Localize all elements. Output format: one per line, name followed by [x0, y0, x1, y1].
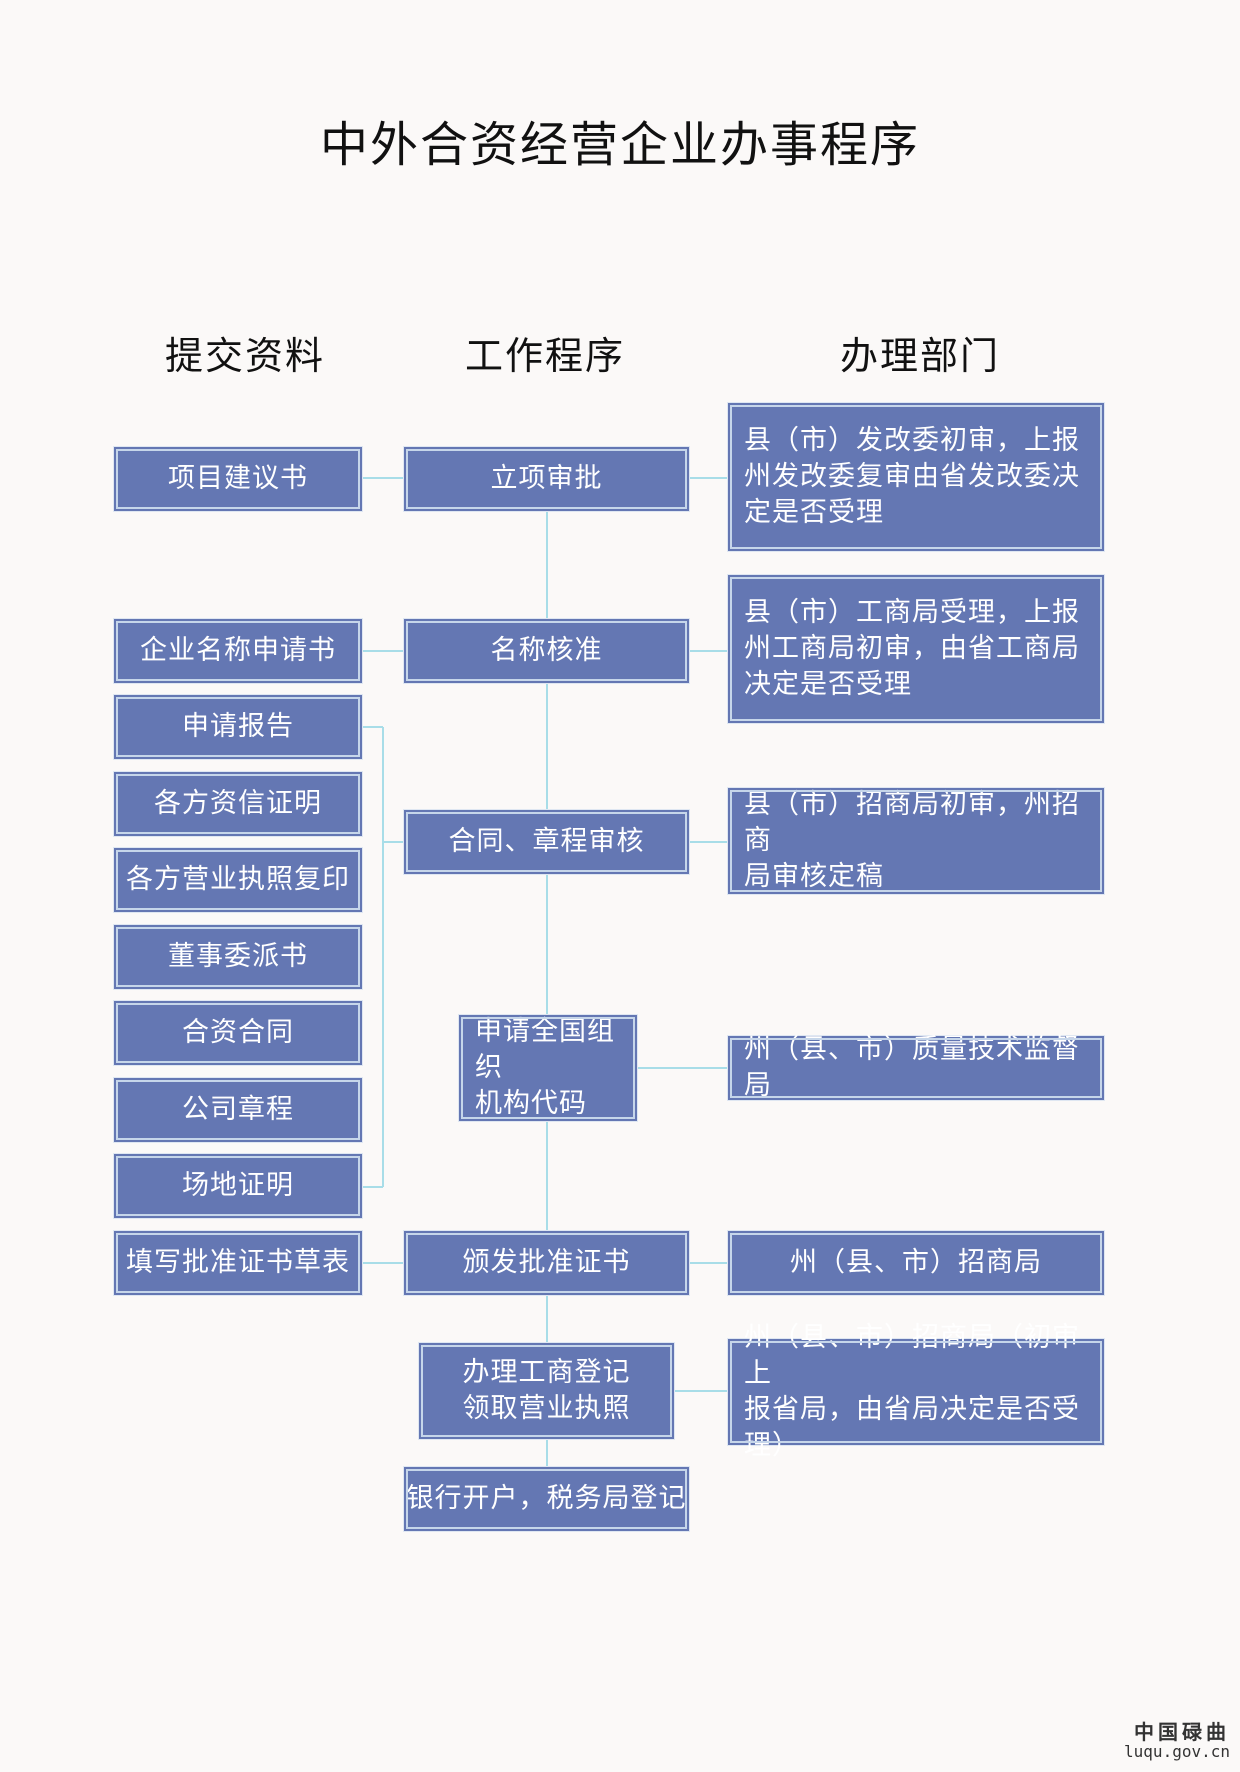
department-box: 县（市）工商局受理，上报 州工商局初审，由省工商局 决定是否受理 — [727, 574, 1105, 724]
material-box: 公司章程 — [113, 1077, 363, 1143]
watermark: 中国碌曲 luqu.gov.cn — [1124, 1722, 1230, 1762]
material-box: 申请报告 — [113, 694, 363, 760]
material-box: 项目建议书 — [113, 446, 363, 512]
step-box: 立项审批 — [403, 446, 690, 512]
step-box: 申请全国组织 机构代码 — [458, 1014, 638, 1122]
material-box: 各方营业执照复印 — [113, 847, 363, 913]
department-box: 县（市）招商局初审，州招商 局审核定稿 — [727, 787, 1105, 895]
step-label: 名称核准 — [490, 635, 603, 666]
material-label: 董事委派书 — [168, 941, 308, 972]
material-box: 场地证明 — [113, 1153, 363, 1219]
material-label: 各方资信证明 — [154, 788, 322, 819]
material-label: 申请报告 — [182, 711, 294, 742]
material-box: 填写批准证书草表 — [113, 1230, 363, 1296]
header-materials: 提交资料 — [164, 334, 325, 378]
step-label: 立项审批 — [490, 463, 603, 494]
material-label: 各方营业执照复印 — [126, 864, 350, 895]
step-box: 银行开户，税务局登记 — [403, 1466, 690, 1532]
material-label: 企业名称申请书 — [140, 635, 336, 666]
material-label: 合资合同 — [182, 1017, 294, 1048]
step-label: 申请全国组织 机构代码 — [475, 1016, 615, 1119]
page-title: 中外合资经营企业办事程序 — [319, 117, 920, 173]
step-label: 合同、章程审核 — [448, 826, 645, 857]
department-box: 县（市）发改委初审，上报 州发改委复审由省发改委决 定是否受理 — [727, 402, 1105, 552]
material-box: 各方资信证明 — [113, 771, 363, 837]
header-procedure: 工作程序 — [464, 334, 625, 378]
material-box: 董事委派书 — [113, 924, 363, 990]
material-label: 项目建议书 — [168, 463, 308, 494]
department-label: 县（市）发改委初审，上报 州发改委复审由省发改委决 定是否受理 — [744, 425, 1080, 528]
department-box: 州（县、市）招商局（初审上 报省局，由省局决定是否受理） — [727, 1322, 1105, 1461]
watermark-name: 中国碌曲 — [1134, 1720, 1230, 1744]
material-box: 合资合同 — [113, 1000, 363, 1066]
step-label: 办理工商登记 领取营业执照 — [462, 1357, 631, 1424]
material-label: 公司章程 — [182, 1094, 294, 1125]
step-label: 银行开户，税务局登记 — [406, 1483, 687, 1514]
step-label: 颁发批准证书 — [462, 1247, 631, 1278]
watermark-url: luqu.gov.cn — [1124, 1742, 1230, 1761]
department-box: 州（县、市）质量技术监督局 — [727, 1034, 1105, 1101]
step-box: 合同、章程审核 — [403, 809, 690, 875]
department-label: 州（县、市）招商局 — [790, 1247, 1042, 1278]
step-box: 名称核准 — [403, 618, 690, 684]
department-label: 县（市）工商局受理，上报 州工商局初审，由省工商局 决定是否受理 — [744, 597, 1080, 700]
material-label: 场地证明 — [182, 1170, 294, 1201]
step-box: 办理工商登记 领取营业执照 — [418, 1342, 675, 1440]
department-box: 州（县、市）招商局 — [727, 1230, 1105, 1296]
step-box: 颁发批准证书 — [403, 1230, 690, 1296]
header-department: 办理部门 — [839, 334, 1000, 378]
department-label: 县（市）招商局初审，州招商 局审核定稿 — [744, 789, 1080, 892]
material-label: 填写批准证书草表 — [126, 1247, 350, 1278]
department-label: 州（县、市）招商局（初审上 报省局，由省局决定是否受理） — [744, 1322, 1080, 1461]
material-box: 企业名称申请书 — [113, 618, 363, 684]
department-label: 州（县、市）质量技术监督局 — [744, 1034, 1080, 1101]
